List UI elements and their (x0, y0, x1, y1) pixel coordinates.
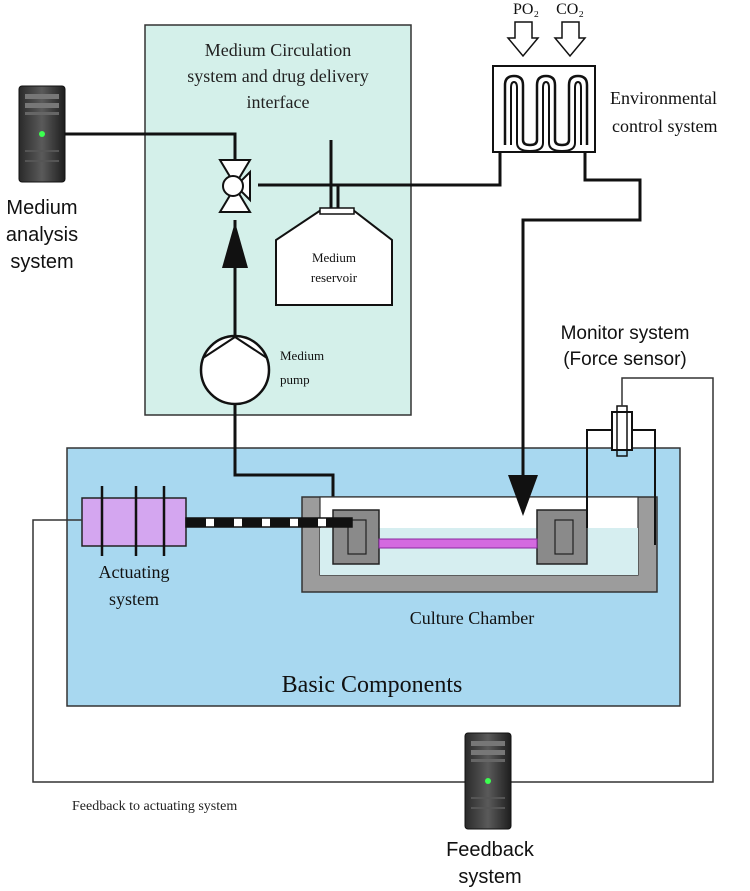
feedback-computer-icon (464, 732, 512, 830)
medium-reservoir-icon (275, 207, 393, 306)
circulation-title-line2: system and drug delivery (187, 66, 368, 86)
flow-arrow-up-icon (222, 222, 248, 268)
reservoir-label-line1: Medium (312, 250, 356, 265)
medium-analysis-label-line3: system (10, 251, 73, 273)
circulation-title-line1: Medium Circulation (205, 40, 351, 60)
gas-po2-label: PO₂ (513, 1, 539, 18)
reservoir-label-line2: reservoir (311, 270, 358, 285)
monitor-label-line1: Monitor system (561, 323, 690, 344)
gas-input-arrows-icon (506, 21, 587, 58)
medium-analysis-label-line1: Medium (6, 197, 77, 219)
tissue-sample (378, 538, 538, 549)
environmental-label-line1: Environmental (610, 88, 717, 108)
gas-co2-label: CO₂ (556, 1, 584, 18)
feedback-label-line2: system (458, 866, 521, 888)
culture-chamber-label: Culture Chamber (410, 608, 534, 628)
environmental-label-line2: control system (612, 116, 718, 136)
actuating-label-line2: system (109, 589, 159, 609)
actuator-shaft (185, 517, 353, 528)
force-sensor-icon (586, 405, 656, 545)
pump-label-line2: pump (280, 372, 310, 387)
three-way-valve-icon (218, 159, 252, 213)
basic-components-label: Basic Components (282, 672, 463, 698)
circulation-title-line3: interface (247, 92, 310, 112)
feedback-label-line1: Feedback (446, 839, 535, 861)
actuator-icon (81, 486, 187, 556)
pump-label-line1: Medium (280, 348, 324, 363)
flow-arrow-down-icon (508, 475, 538, 516)
medium-analysis-computer-icon (18, 85, 66, 183)
feedback-loop-wire (32, 377, 714, 783)
culture-chamber (301, 496, 658, 593)
medium-analysis-label-line2: analysis (6, 224, 78, 246)
monitor-label-line2: (Force sensor) (563, 349, 687, 370)
medium-pump-icon (199, 334, 271, 406)
environmental-control-icon (492, 65, 596, 153)
actuating-label-line1: Actuating (99, 562, 170, 582)
feedback-arrow-label: Feedback to actuating system (72, 799, 237, 814)
